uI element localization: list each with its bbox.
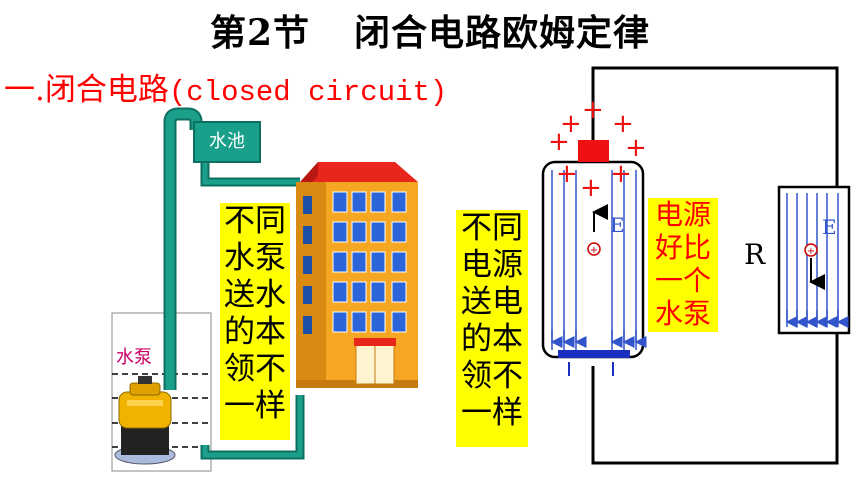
power-source-note: 不同 电源 送电 的本 领不 一样 <box>456 210 528 447</box>
svg-text:+: + <box>548 127 570 157</box>
svg-text:+: + <box>625 133 647 163</box>
svg-text:+: + <box>610 159 632 189</box>
section-topic: 闭合电路欧姆定律 <box>354 12 651 54</box>
section-heading-en: (closed circuit) <box>168 76 448 109</box>
pump-label: 水泵 <box>116 347 152 368</box>
page-title: 第2节 闭合电路欧姆定律 <box>0 4 860 56</box>
resistor-label: R <box>744 238 766 271</box>
note-line: 领不 <box>461 358 523 394</box>
note-line: 电源 <box>654 198 711 231</box>
section-number: 第2节 <box>209 12 311 54</box>
svg-text:+: + <box>807 246 815 257</box>
note-line: 的本 <box>461 321 523 357</box>
negative-plate <box>558 350 630 358</box>
positive-charge-icon-resistor <box>804 243 818 257</box>
building-icon <box>296 162 418 388</box>
note-line: 一样 <box>224 388 286 424</box>
svg-text:+: + <box>556 159 578 189</box>
water-pool: 水池 <box>193 121 261 163</box>
note-line: 电源 <box>461 247 523 283</box>
svg-text:+: + <box>612 109 634 139</box>
section-heading: 一.闭合电路(closed circuit) <box>4 64 447 109</box>
note-line: 一样 <box>461 395 523 431</box>
plus-charges: + + + + + + + + <box>548 95 647 203</box>
water-pipe-to-building <box>200 162 300 187</box>
power-source: + <box>541 140 647 376</box>
note-line: 一个 <box>654 264 711 297</box>
pump-water-level-lines <box>112 373 211 448</box>
svg-text:+: + <box>590 245 598 256</box>
field-label-source: E <box>610 213 625 237</box>
note-line: 送电 <box>461 284 523 320</box>
note-line: 不同 <box>224 203 286 239</box>
resistor: + <box>777 185 851 335</box>
analogy-note: 电源 好比 一个 水泵 <box>648 198 718 332</box>
note-line: 领不 <box>224 351 286 387</box>
note-line: 的本 <box>224 314 286 350</box>
svg-text:+: + <box>580 173 602 203</box>
note-line: 送水 <box>224 277 286 313</box>
note-line: 水泵 <box>654 297 711 330</box>
pool-label: 水池 <box>209 131 245 152</box>
svg-text:+: + <box>560 109 582 139</box>
water-pump-icon <box>114 376 176 465</box>
note-line: 不同 <box>461 210 523 246</box>
pump-enclosure <box>111 312 212 472</box>
svg-text:+: + <box>582 95 604 125</box>
positive-charge-icon <box>587 242 601 256</box>
section-heading-zh: 一.闭合电路 <box>4 72 169 108</box>
circuit-wires <box>591 66 839 465</box>
note-line: 水泵 <box>224 240 286 276</box>
note-line: 好比 <box>654 231 711 264</box>
water-pump-note: 不同 水泵 送水 的本 领不 一样 <box>220 203 290 440</box>
positive-terminal <box>578 140 609 162</box>
field-label-resistor: E <box>822 215 837 239</box>
